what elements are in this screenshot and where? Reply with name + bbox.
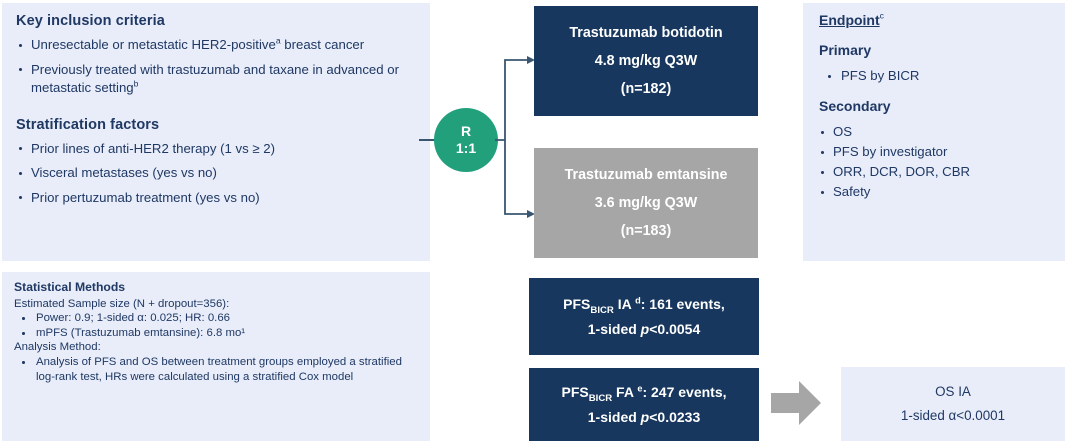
treatment-arm-experimental: Trastuzumab botidotin 4.8 mg/kg Q3W (n=1… [534, 6, 758, 116]
list-item: PFS by investigator [819, 142, 1065, 162]
list-item: Visceral metastases (yes vs no) [16, 164, 418, 183]
stats-bullets-analysis: Analysis of PFS and OS between treatment… [14, 355, 420, 384]
pfs-p-value: <0.0233 [649, 408, 701, 425]
list-item: OS [819, 122, 1065, 142]
os-interim-analysis-panel: OS IA 1-sided α<0.0001 [841, 367, 1065, 441]
arm-n: (n=183) [620, 222, 672, 239]
footnote-marker-a: a [275, 35, 281, 46]
os-ia-title: OS IA [935, 384, 971, 399]
primary-endpoint-heading: Primary [819, 42, 872, 58]
pfs-fa-line-1: PFSBICR FA e: 247 events, [561, 382, 727, 404]
arm-dose: 4.8 mg/kg Q3W [594, 52, 698, 69]
pfs-interim-analysis-box: PFSBICR IA d: 161 events, 1-sided p<0.00… [529, 278, 759, 355]
randomization-label: R [460, 123, 472, 139]
list-item: PFS by BICR [819, 66, 1065, 86]
arm-dose: 3.6 mg/kg Q3W [594, 194, 698, 211]
pfs-p-prefix: 1-sided [587, 408, 641, 425]
footnote-marker-d: d [635, 294, 641, 305]
list-item: Prior pertuzumab treatment (yes vs no) [16, 189, 418, 208]
os-ia-alpha: 1-sided α<0.0001 [900, 408, 1006, 423]
footnote-marker-b: b [133, 78, 139, 89]
inclusion-item-text: Previously treated with trastuzumab and … [31, 61, 399, 96]
pfs-type: FA [612, 383, 638, 400]
stratification-list: Prior lines of anti-HER2 therapy (1 vs ≥… [16, 140, 418, 208]
stratification-heading: Stratification factors [16, 116, 160, 133]
list-item: Previously treated with trastuzumab and … [16, 61, 418, 98]
stats-bullets-sample: Power: 0.9; 1-sided α: 0.025; HR: 0.66 m… [14, 311, 420, 340]
randomization-node: R 1:1 [434, 108, 498, 172]
pfs-events: : 161 events, [640, 295, 725, 312]
pfs-subscript: BICR [590, 304, 614, 316]
key-inclusion-criteria-panel: Key inclusion criteria Unresectable or m… [2, 3, 430, 261]
list-item: Power: 0.9; 1-sided α: 0.025; HR: 0.66 [14, 311, 420, 326]
pfs-p-prefix: 1-sided [587, 320, 641, 337]
spacer [16, 104, 418, 117]
footnote-marker-e: e [637, 382, 643, 393]
randomization-ratio: 1:1 [455, 140, 477, 156]
pfs-p-symbol: p [640, 408, 650, 425]
pfs-p-symbol: p [640, 320, 650, 337]
inclusion-heading: Key inclusion criteria [16, 13, 165, 29]
pfs-ia-line-1: PFSBICR IA d: 161 events, [563, 294, 725, 316]
pfs-type: IA [613, 295, 636, 312]
primary-endpoint-list: PFS by BICR [819, 66, 1065, 86]
stats-sample-size-line: Estimated Sample size (N + dropout=356): [14, 297, 230, 310]
pfs-fa-line-2: 1-sided p<0.0233 [587, 408, 701, 425]
pfs-ia-line-2: 1-sided p<0.0054 [587, 320, 701, 337]
list-item: Safety [819, 182, 1065, 202]
pfs-prefix: PFS [561, 383, 589, 400]
stats-analysis-method-line: Analysis Method: [14, 341, 101, 354]
endpoint-title-row: Endpointc [819, 10, 1065, 30]
secondary-endpoint-heading: Secondary [819, 98, 891, 114]
randomization-inbound-line [419, 139, 436, 141]
inclusion-item-text: Unresectable or metastatic HER2-positive [31, 37, 276, 52]
list-item: Unresectable or metastatic HER2-positive… [16, 36, 418, 55]
pfs-events: : 247 events, [642, 383, 727, 400]
secondary-endpoint-list: OS PFS by investigator ORR, DCR, DOR, CB… [819, 122, 1065, 202]
pfs-p-value: <0.0054 [649, 320, 701, 337]
treatment-arm-control: Trastuzumab emtansine 3.6 mg/kg Q3W (n=1… [534, 148, 758, 258]
footnote-marker-c: c [879, 10, 884, 21]
inclusion-item-tail: breast cancer [280, 37, 365, 52]
list-item: ORR, DCR, DOR, CBR [819, 162, 1065, 182]
arm-name: Trastuzumab emtansine [564, 166, 728, 183]
pfs-prefix: PFS [563, 295, 591, 312]
arm-name: Trastuzumab botidotin [569, 24, 723, 41]
randomization-connector [495, 56, 535, 218]
endpoint-panel: Endpointc Primary PFS by BICR Secondary … [803, 3, 1065, 261]
list-item: Analysis of PFS and OS between treatment… [14, 355, 420, 384]
pfs-subscript: BICR [588, 392, 613, 404]
stats-title: Statistical Methods [14, 280, 126, 294]
right-arrow-icon [771, 381, 821, 425]
statistical-methods-panel: Statistical Methods Estimated Sample siz… [2, 272, 430, 441]
inclusion-list: Unresectable or metastatic HER2-positive… [16, 36, 418, 98]
list-item: Prior lines of anti-HER2 therapy (1 vs ≥… [16, 140, 418, 159]
endpoint-title: Endpoint [819, 12, 880, 28]
list-item: mPFS (Trastuzumab emtansine): 6.8 mo¹ [14, 326, 420, 341]
arm-n: (n=182) [620, 80, 672, 97]
pfs-final-analysis-box: PFSBICR FA e: 247 events, 1-sided p<0.02… [529, 368, 759, 441]
